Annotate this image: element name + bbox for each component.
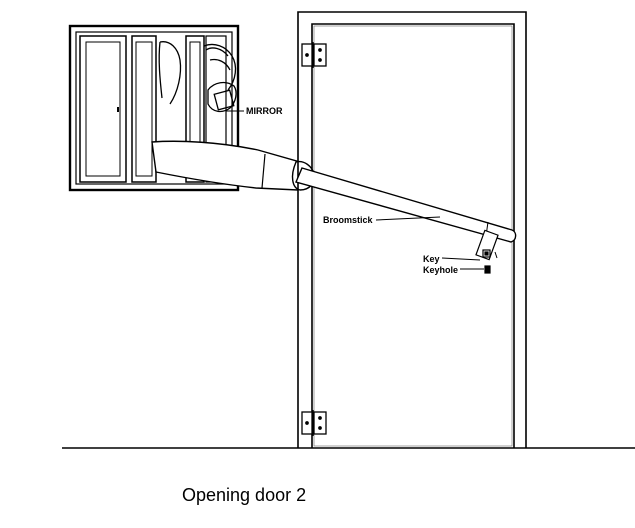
keyhole: [484, 265, 491, 274]
mirror-label: MIRROR: [246, 106, 283, 116]
key-leader: [441, 257, 481, 261]
diagram-caption: Opening door 2: [182, 485, 306, 505]
key-assembly: [475, 229, 499, 274]
hinge-top: [301, 42, 327, 68]
window-outer-frame: [68, 24, 240, 192]
broomstick-label: Broomstick: [323, 215, 374, 225]
arm: [151, 140, 316, 191]
window-latch: [117, 107, 119, 112]
sleeve: [151, 140, 304, 191]
cuff-line: [261, 153, 266, 189]
hinge-bottom: [301, 410, 327, 436]
key-label: Key: [423, 254, 440, 264]
door-frame-outer: [297, 11, 527, 448]
person-head: [158, 41, 237, 105]
window-panel-middle: [131, 35, 157, 183]
mirror: [213, 89, 235, 111]
window-panel-left: [79, 35, 127, 183]
leader-lines: [226, 110, 484, 270]
window-inner-frame: [75, 31, 233, 185]
broomstick: [295, 167, 517, 243]
keyhole-label: Keyhole: [423, 265, 458, 275]
person-hair: [205, 47, 231, 71]
window-panel-right: [185, 35, 205, 183]
person-hand: [207, 81, 237, 113]
window: [68, 24, 240, 192]
broomstick-leader: [375, 216, 441, 221]
person: [158, 41, 237, 113]
window-panel-left-inner: [85, 41, 121, 177]
window-panel-middle-inner: [135, 41, 153, 177]
